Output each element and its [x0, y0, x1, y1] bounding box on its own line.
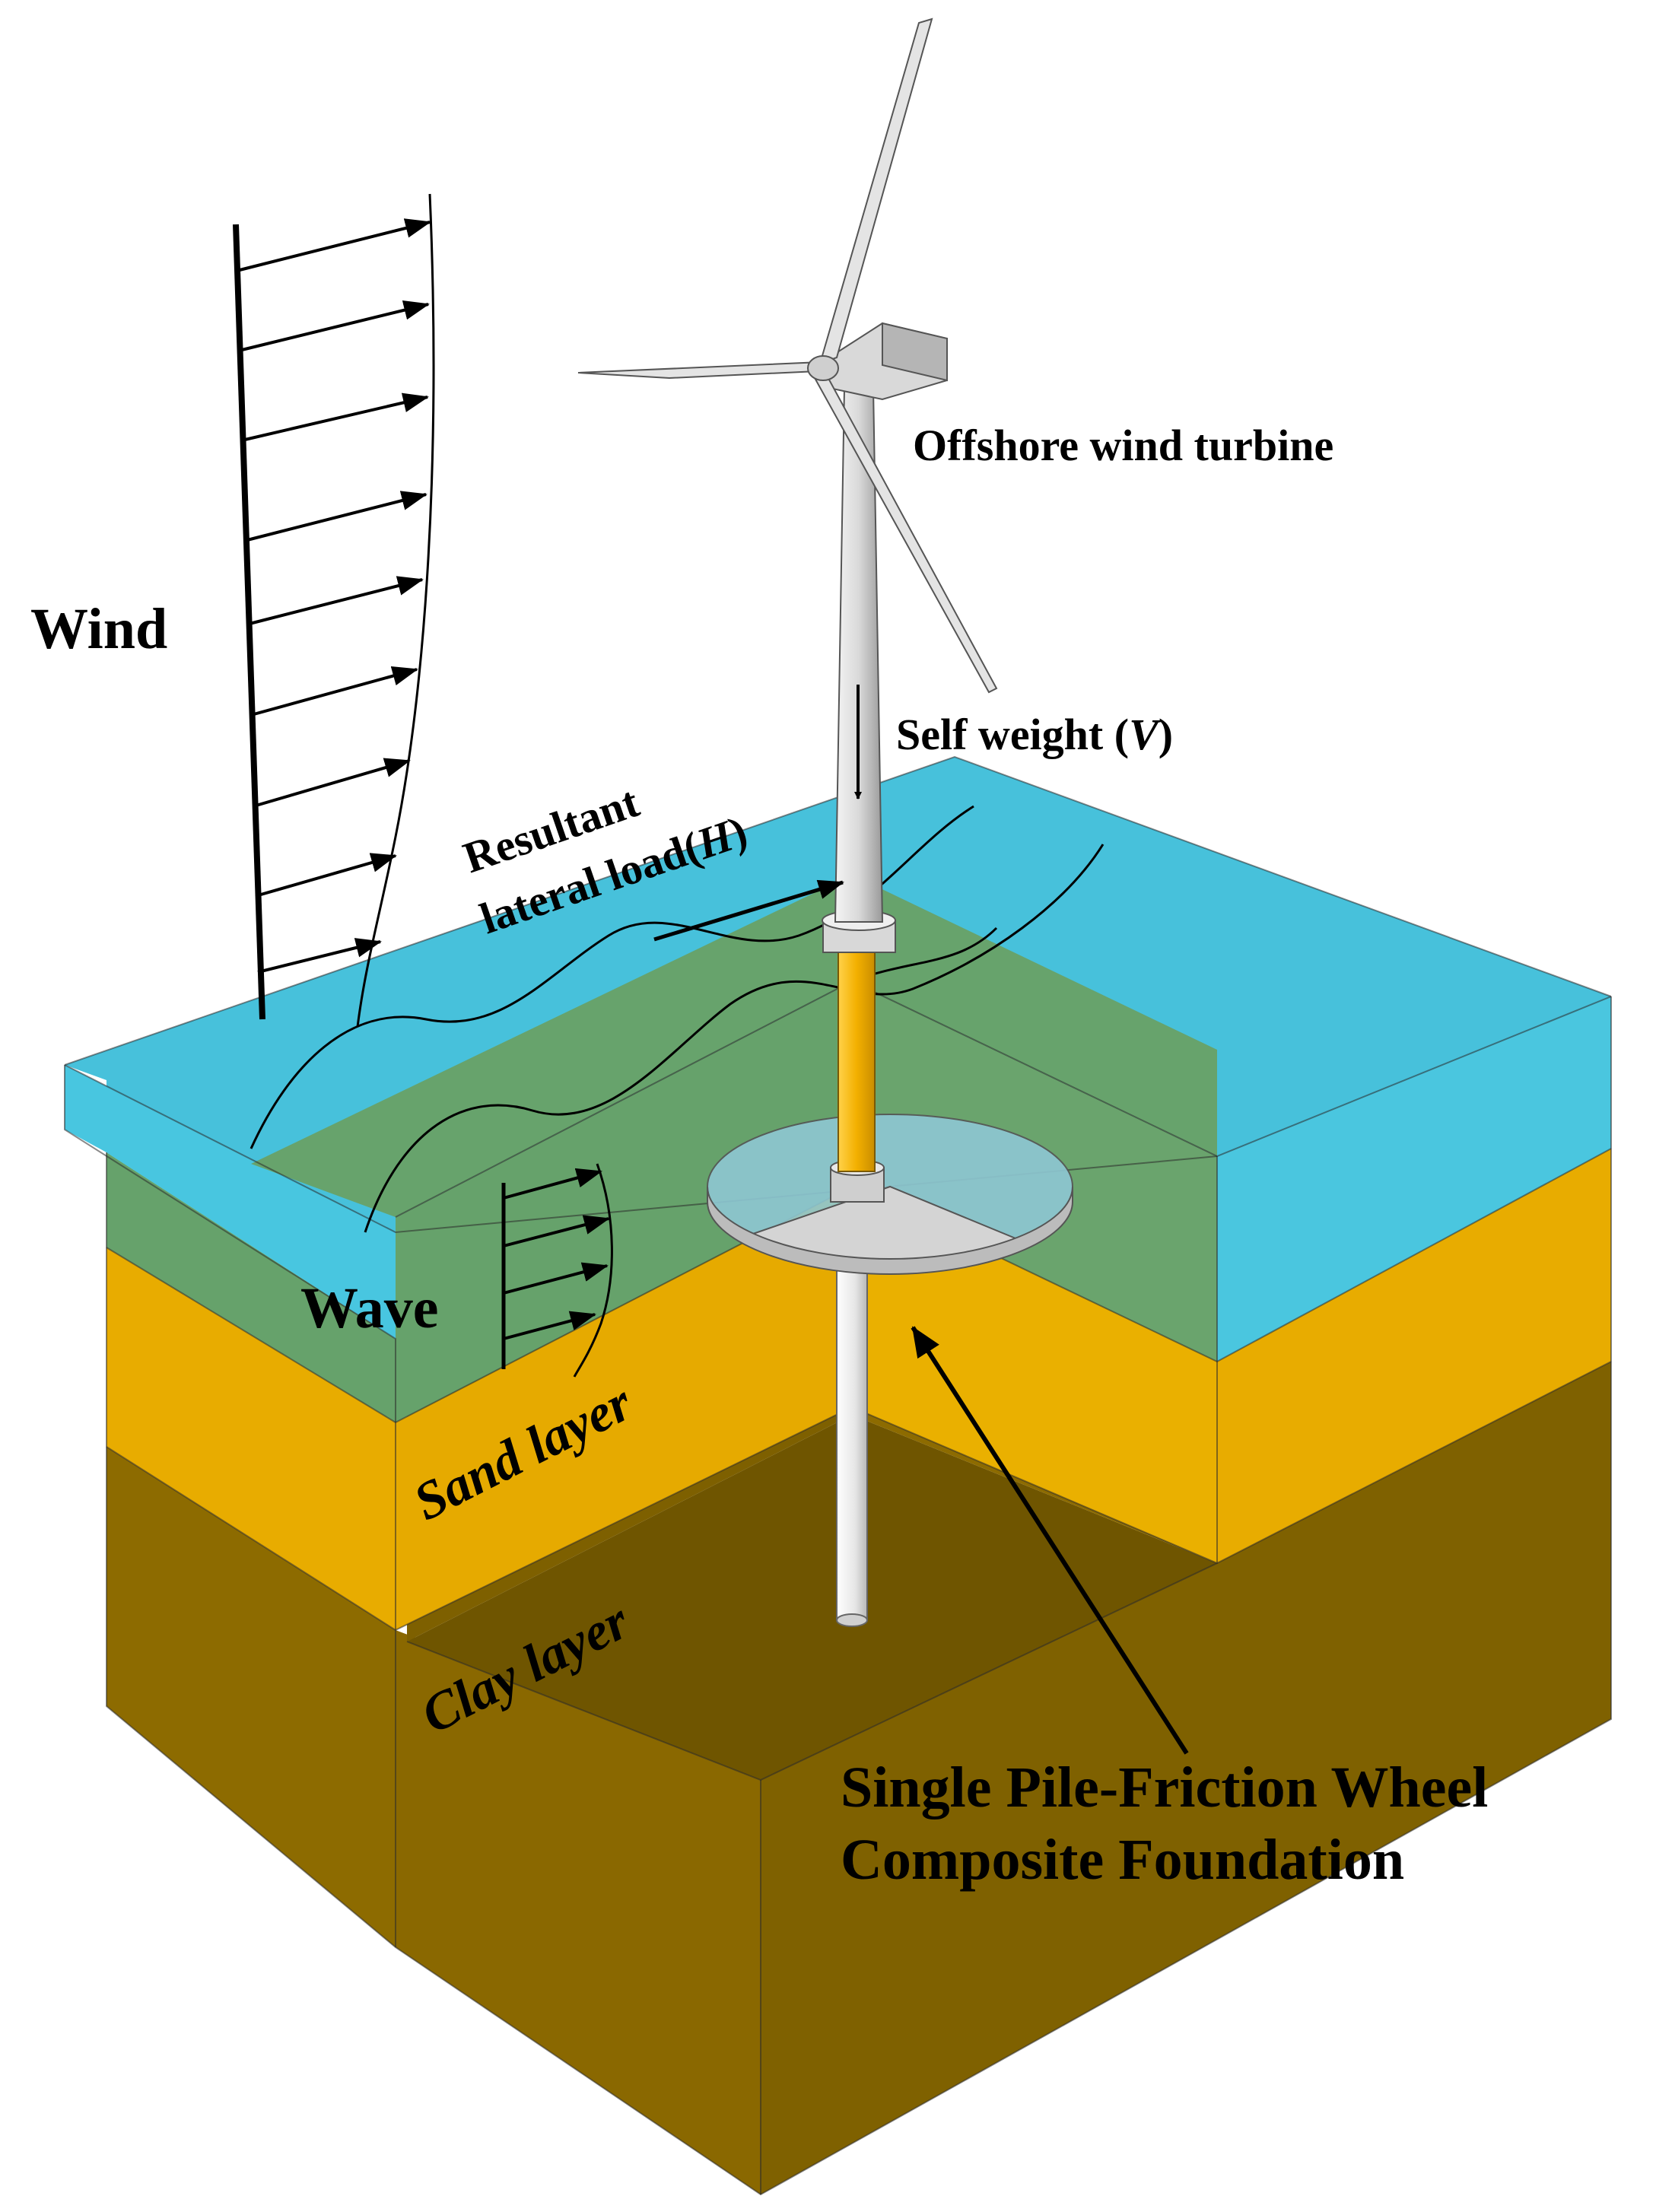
self-weight-label: Self weight (V)	[896, 710, 1173, 759]
blade-left	[577, 361, 823, 380]
wave-arrow-3	[503, 1262, 609, 1295]
edge-11	[106, 1446, 396, 1631]
wave-label: Wave	[300, 1276, 439, 1340]
blade-up	[818, 17, 933, 365]
wave-curve-2	[364, 844, 1105, 1233]
foundation-pointer-arrow	[911, 1326, 1189, 1755]
sand-left-face	[106, 1247, 396, 1630]
sand-front-left	[396, 1187, 852, 1630]
lower-pile	[836, 1247, 868, 1621]
water-right-face	[1217, 996, 1611, 1362]
wave-arrow-1	[503, 1168, 602, 1200]
wind-arrow-6	[250, 666, 418, 717]
wind-arrow-5	[249, 576, 424, 625]
load-arrows	[653, 685, 1189, 1755]
wind-arrow-7	[253, 758, 411, 808]
foundation-label-line2: Composite Foundation	[841, 1828, 1404, 1892]
clay-left-side	[396, 1630, 761, 2195]
water-cut-green	[251, 875, 1217, 1217]
foundation-label-line1: Single Pile-Friction Wheel	[841, 1756, 1488, 1819]
wind-arrow-3	[244, 393, 429, 441]
clay-front-right	[761, 1362, 1611, 2195]
edge-8	[395, 1148, 1612, 1423]
wave-arrow-4	[503, 1311, 596, 1340]
wave-profile	[501, 1163, 613, 1378]
edge-6	[406, 1156, 1218, 1781]
edge-5	[106, 996, 1612, 2196]
green-front-left	[396, 981, 852, 1422]
edge-4	[64, 1065, 396, 1947]
sand-right-face	[1217, 1149, 1611, 1563]
water-left-face	[65, 1065, 396, 1339]
sand-front-right	[852, 1187, 1217, 1563]
clay-left-outer	[106, 1447, 396, 1947]
lateral-load-arrow	[653, 879, 844, 942]
wave-profile-curve	[573, 1163, 613, 1378]
hub	[807, 355, 839, 381]
wind-profile	[233, 193, 435, 1028]
edge-3	[395, 980, 1612, 1218]
self-weight-suffix: )	[1159, 710, 1173, 759]
wind-arrow-2	[241, 300, 430, 351]
wave-arrow-2	[503, 1215, 610, 1247]
wind-arrow-4	[246, 491, 428, 542]
lower-pile-end	[836, 1613, 868, 1627]
wind-arrow-1	[239, 218, 431, 272]
yellow-pile	[838, 950, 876, 1172]
wind-arrow-9	[257, 938, 382, 974]
wind-label: Wind	[30, 597, 167, 661]
nacelle-side	[882, 322, 948, 382]
edge-10	[106, 1247, 396, 1423]
wind-arrow-8	[255, 853, 397, 898]
self-weight-prefix: Self weight (	[896, 710, 1129, 759]
block-edges	[64, 755, 1612, 1066]
turbine-label: Offshore wind turbine	[913, 421, 1333, 470]
clay-cutaway-floor	[407, 1415, 1217, 1780]
self-weight-var: V	[1129, 710, 1162, 759]
wind-axis	[233, 224, 265, 1020]
edge-9	[395, 1361, 1612, 1631]
friction-wheel-rim	[707, 1186, 1073, 1276]
wind-turbine	[577, 17, 998, 923]
green-left-face	[106, 1152, 396, 1422]
